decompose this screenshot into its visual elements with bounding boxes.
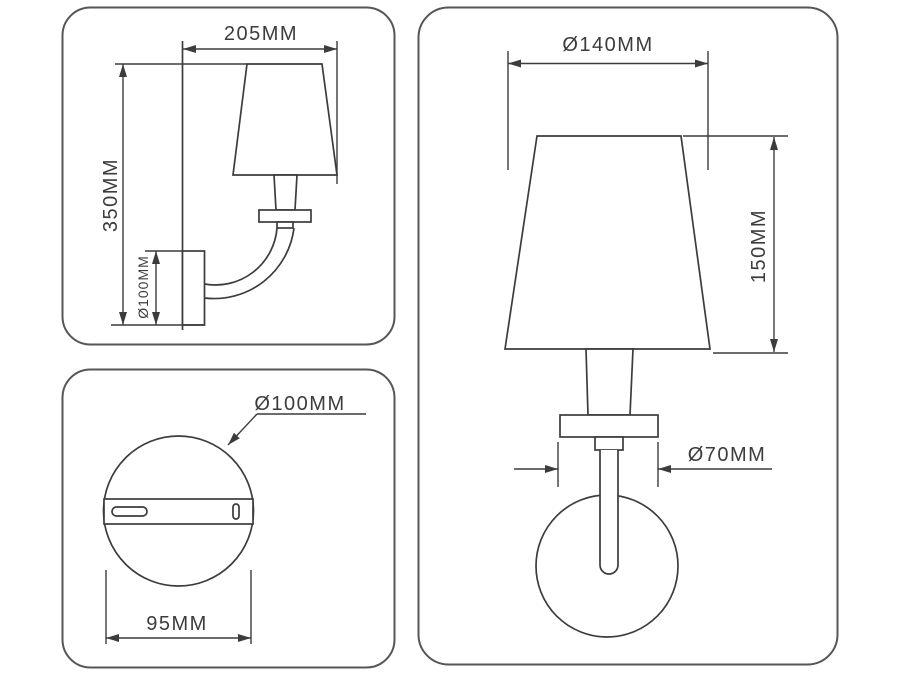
front-view-panel-border <box>417 6 839 666</box>
top-view-plate-diameter-label: Ø100MM <box>254 393 346 415</box>
front-view-collar-diameter-label: Ø70MM <box>687 444 767 466</box>
top-view-mounting-width-label: 95MM <box>146 613 208 635</box>
stem-front <box>599 450 619 575</box>
top-view-drawing <box>102 413 366 644</box>
side-view-height-label: 350MM <box>100 157 122 233</box>
collar-front <box>559 414 659 438</box>
connector-side <box>276 221 294 229</box>
side-view-backplate-diameter-label: Ø100MM <box>135 255 151 319</box>
front-view-shade-height-label: 150MM <box>748 208 770 284</box>
connector-front <box>594 436 624 451</box>
arm-inner-curve <box>204 227 278 286</box>
side-view-drawing <box>111 41 338 330</box>
wall-plate-side <box>181 250 206 326</box>
collar-side <box>258 209 312 223</box>
candle-tube-front <box>585 348 634 416</box>
front-view-drawing <box>504 51 788 638</box>
bracket-slot-right <box>232 503 240 520</box>
bracket-slot-left <box>111 506 148 517</box>
side-view-panel-border <box>61 6 396 346</box>
lamp-shade-front <box>504 135 711 350</box>
lamp-shade-side <box>232 63 338 176</box>
front-view-shade-diameter-label: Ø140MM <box>562 34 654 56</box>
candle-tube-side <box>273 174 298 211</box>
side-view-width-label: 205MM <box>223 23 299 45</box>
plate-leader-line <box>227 413 258 446</box>
top-view-panel-border <box>61 368 396 669</box>
arm-outer-curve <box>204 227 295 300</box>
